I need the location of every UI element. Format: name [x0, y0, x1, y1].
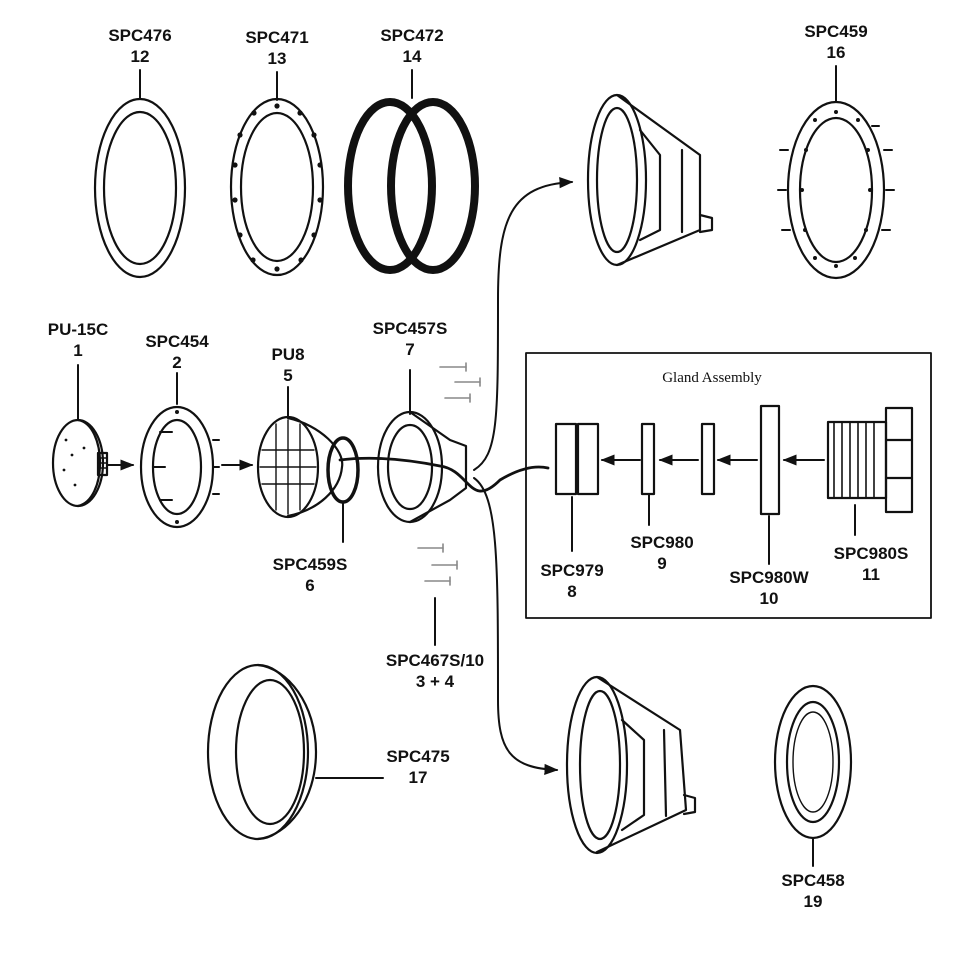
part-niche-housing-upper — [586, 93, 714, 267]
part-spc459s-o-ring — [326, 436, 360, 504]
part-code: SPC459 — [804, 22, 868, 41]
leader-lines — [77, 65, 856, 867]
part-number: 2 — [172, 353, 182, 372]
part-code: PU8 — [271, 345, 305, 364]
part-spc454-ring — [139, 405, 220, 529]
part-pu8-lamp — [256, 415, 344, 519]
part-code: SPC980 — [630, 533, 694, 552]
part-number: 3 + 4 — [415, 672, 455, 691]
label-spc459s: SPC459S 6 — [273, 554, 348, 596]
part-number: 19 — [803, 892, 823, 911]
part-code: SPC459S — [272, 555, 348, 574]
part-code: SPC475 — [386, 747, 450, 766]
part-code: PU-15C — [47, 320, 109, 339]
part-spc457s-housing — [376, 410, 468, 524]
gland-assembly-title: Gland Assembly — [662, 370, 762, 386]
lamp-cord — [338, 456, 550, 493]
part-code: SPC467S/10 — [385, 651, 485, 670]
part-spc459-ring — [777, 100, 895, 280]
part-spc476-gasket — [93, 97, 187, 279]
label-spc471: SPC471 13 — [245, 27, 308, 69]
part-code: SPC476 — [108, 26, 172, 45]
label-spc979: SPC979 8 — [540, 560, 603, 602]
part-number: 10 — [759, 589, 779, 608]
part-code: SPC979 — [540, 561, 604, 580]
part-number: 5 — [283, 366, 293, 385]
gland-assembly-box — [525, 352, 932, 619]
assembly-arrows — [107, 177, 574, 776]
part-code: SPC454 — [145, 332, 209, 351]
label-spc475: SPC475 17 — [386, 746, 449, 788]
part-number: 14 — [402, 47, 422, 66]
part-number: 12 — [130, 47, 150, 66]
part-code: SPC457S — [372, 319, 448, 338]
part-number: 8 — [567, 582, 577, 601]
label-spc980w: SPC980W 10 — [729, 567, 808, 609]
part-number: 17 — [408, 768, 428, 787]
label-pu15c: PU-15C 1 — [48, 319, 108, 361]
label-spc980: SPC980 9 — [630, 532, 693, 574]
part-number: 6 — [305, 576, 315, 595]
label-spc457s: SPC457S 7 — [373, 318, 448, 360]
part-screws — [417, 362, 481, 586]
part-spc475-ring — [206, 663, 318, 841]
label-spc454: SPC454 2 — [145, 331, 208, 373]
part-number: 9 — [657, 554, 667, 573]
label-spc472: SPC472 14 — [380, 25, 443, 67]
label-spc459: SPC459 16 — [804, 21, 867, 63]
part-number: 16 — [826, 43, 846, 62]
label-spc476: SPC476 12 — [108, 25, 171, 67]
part-spc471-gasket — [229, 97, 325, 277]
gasket-bolt-holes — [232, 103, 323, 272]
label-spc980s: SPC980S 11 — [834, 543, 909, 585]
label-spc467s10: SPC467S/10 3 + 4 — [386, 650, 484, 692]
part-spc472-o-rings — [344, 98, 479, 274]
part-code: SPC472 — [380, 26, 444, 45]
part-code: SPC980S — [833, 544, 909, 563]
part-pu15c-light — [51, 418, 109, 508]
part-code: SPC980W — [729, 568, 809, 587]
part-number: 13 — [267, 49, 287, 68]
label-spc458: SPC458 19 — [781, 870, 844, 912]
part-number: 7 — [405, 340, 415, 359]
part-code: SPC471 — [245, 28, 309, 47]
part-spc458-ring — [773, 684, 853, 840]
part-niche-housing-lower — [565, 675, 697, 855]
part-code: SPC458 — [781, 871, 845, 890]
gland-assembly-parts — [554, 404, 914, 516]
part-number: 11 — [862, 565, 880, 584]
part-number: 1 — [73, 341, 83, 360]
